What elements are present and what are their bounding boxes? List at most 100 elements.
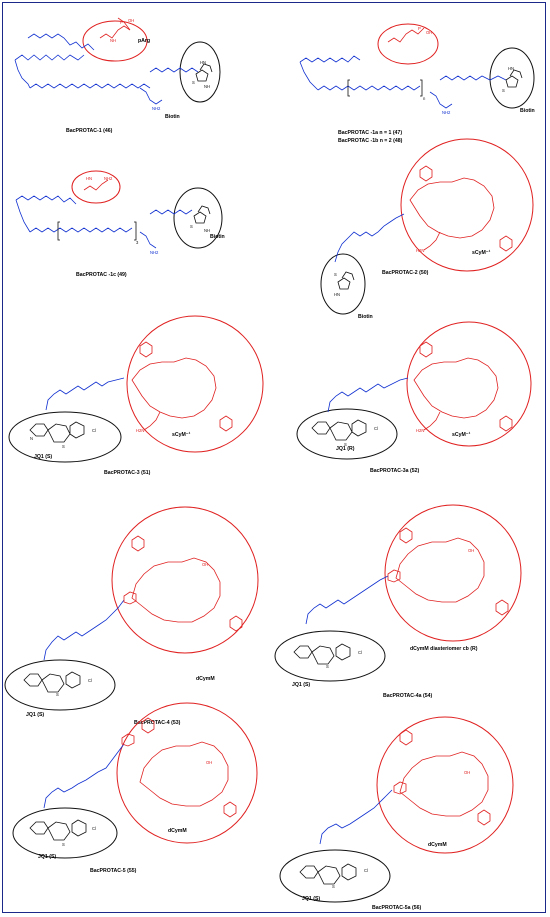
scym-label: sCyM⁻¹: [472, 250, 491, 256]
atom-s: S: [192, 80, 195, 85]
guanidine-group: [83, 179, 109, 191]
peg-linker: [334, 213, 405, 263]
jq1-label: JQ1 (R): [336, 446, 355, 452]
biotin-label: Biotin: [165, 114, 180, 120]
molecule-bacprotac-1: OH P NH HN NH S NH2 pArg Biotin BacPROTA…: [14, 17, 221, 134]
atom-nh2: NH2: [442, 110, 451, 115]
jq1-core: [311, 419, 367, 441]
molecule-bacprotac-1c: 3 HN NH2 S NH NH2 Biotin BacPROTAC -1c (…: [15, 170, 225, 278]
molecule-name-46: BacPROTAC-1 (46): [66, 128, 113, 134]
peptide-macrocycle: [409, 177, 495, 239]
biotin-ring: [195, 63, 213, 82]
peptide-macrocycle: [139, 741, 229, 807]
atom-p: P: [418, 26, 421, 31]
dcymm-highlight-ring: [384, 504, 522, 642]
biotin-label: Biotin: [210, 234, 225, 240]
atom-oh: OH: [202, 562, 208, 567]
jq1-highlight-ring: [4, 659, 116, 711]
peptide-macrocycle: [399, 751, 489, 817]
lysine-chain: [143, 411, 161, 431]
phenyl-ring: [477, 809, 491, 826]
peptide-macrocycle: [395, 537, 485, 603]
peg-linker: [15, 195, 77, 205]
atom-p: P: [120, 20, 123, 25]
molecule-name-53: BacPROTAC-4 (53): [134, 720, 181, 726]
peg-linker-3: [29, 83, 151, 89]
jq1-core: [29, 421, 85, 443]
indole-ring: [399, 527, 413, 544]
scym-highlight-ring: [126, 315, 264, 453]
peg-linker-4: [14, 59, 31, 89]
peg-linker-2: [317, 85, 421, 91]
triazole-ring: [121, 733, 135, 747]
triazole-ring: [123, 591, 137, 605]
atom-hn: HN: [86, 176, 92, 181]
peg-linker-2: [29, 227, 133, 233]
scym-highlight-ring: [400, 138, 534, 272]
molecule-name-54: BacPROTAC-4a (54): [383, 693, 432, 699]
jq1-highlight-ring: [296, 408, 398, 460]
lysine-chain: [423, 231, 441, 251]
jq1-highlight-ring: [274, 630, 386, 682]
dcymm-label: dCymM diasteriomer cb (R): [410, 646, 478, 652]
atom-s: S: [56, 692, 59, 697]
jq1-core: [293, 643, 351, 665]
indole-ring: [219, 415, 233, 432]
scym-highlight-ring: [406, 321, 532, 447]
molecule-bacprotac-1a-1b: n P OH HN S NH2 Biotin BacPROTAC -1a n =…: [299, 23, 535, 144]
atom-cl: Cl: [88, 678, 92, 683]
dcymm-label: dCymM: [168, 828, 187, 834]
atom-s: S: [344, 442, 347, 447]
biotin-highlight-ring: [179, 41, 221, 103]
parg-highlight-ring: [82, 20, 148, 62]
lysine-chain: [423, 411, 441, 431]
indole-ring: [141, 717, 155, 734]
atom-nh2: NH2: [104, 176, 113, 181]
jq1-core: [23, 671, 81, 693]
phenyl-ring: [139, 341, 153, 358]
atom-s: S: [502, 88, 505, 93]
atom-hn: HN: [200, 60, 206, 65]
repeat-subscript: 3: [136, 240, 139, 245]
alkyl-chain: [149, 209, 193, 215]
phenyl-ring: [229, 615, 243, 632]
parg-highlight-ring: [71, 170, 121, 204]
amide-backbone: [429, 91, 453, 109]
phenyl-ring: [419, 341, 433, 358]
atom-s: S: [326, 664, 329, 669]
atom-oh: OH: [464, 770, 470, 775]
dcymm-highlight-ring: [376, 716, 514, 854]
parg-highlight-ring: [377, 23, 439, 65]
triazole-ring: [393, 781, 407, 795]
atom-nh: NH: [110, 38, 116, 43]
peg-linker-3: [15, 199, 31, 233]
jq1-highlight-ring: [279, 849, 391, 903]
amide-backbone: [139, 87, 163, 105]
atom-s: S: [62, 444, 65, 449]
parg-group: [99, 17, 131, 39]
jq1-label: JQ1 (S): [302, 896, 320, 902]
parg-group: [387, 27, 425, 43]
indole-ring: [499, 415, 513, 432]
indole-ring: [131, 535, 145, 552]
biotin-highlight-ring: [489, 47, 535, 109]
atom-hn: HN: [334, 292, 340, 297]
molecule-name-52: BacPROTAC-3a (52): [370, 468, 419, 474]
dcymm-highlight-ring: [116, 702, 258, 844]
repeat-bracket: [57, 221, 137, 241]
dcymm-label: dCymM: [428, 842, 447, 848]
scym-label: sCyM⁻¹: [452, 432, 471, 438]
atom-nh-2: NH: [204, 84, 210, 89]
jq1-label: JQ1 (S): [292, 682, 310, 688]
atom-oh: OH: [468, 548, 474, 553]
biotin-ring: [337, 271, 355, 290]
dcymm-highlight-ring: [111, 506, 259, 654]
indole-ring: [499, 235, 513, 252]
atom-hn: HN: [508, 66, 514, 71]
biotin-ring: [193, 205, 211, 224]
molecule-bacprotac-5a: OH Cl S dCymM JQ1 (S) BacPROTAC-5a (56): [279, 716, 514, 911]
indole-ring: [399, 729, 413, 746]
alkyl-linker: [319, 789, 393, 845]
molecule-bacprotac-3a: H2N Cl S sCyM⁻¹ JQ1 (R) BacPROTAC-3a (52…: [296, 321, 532, 474]
